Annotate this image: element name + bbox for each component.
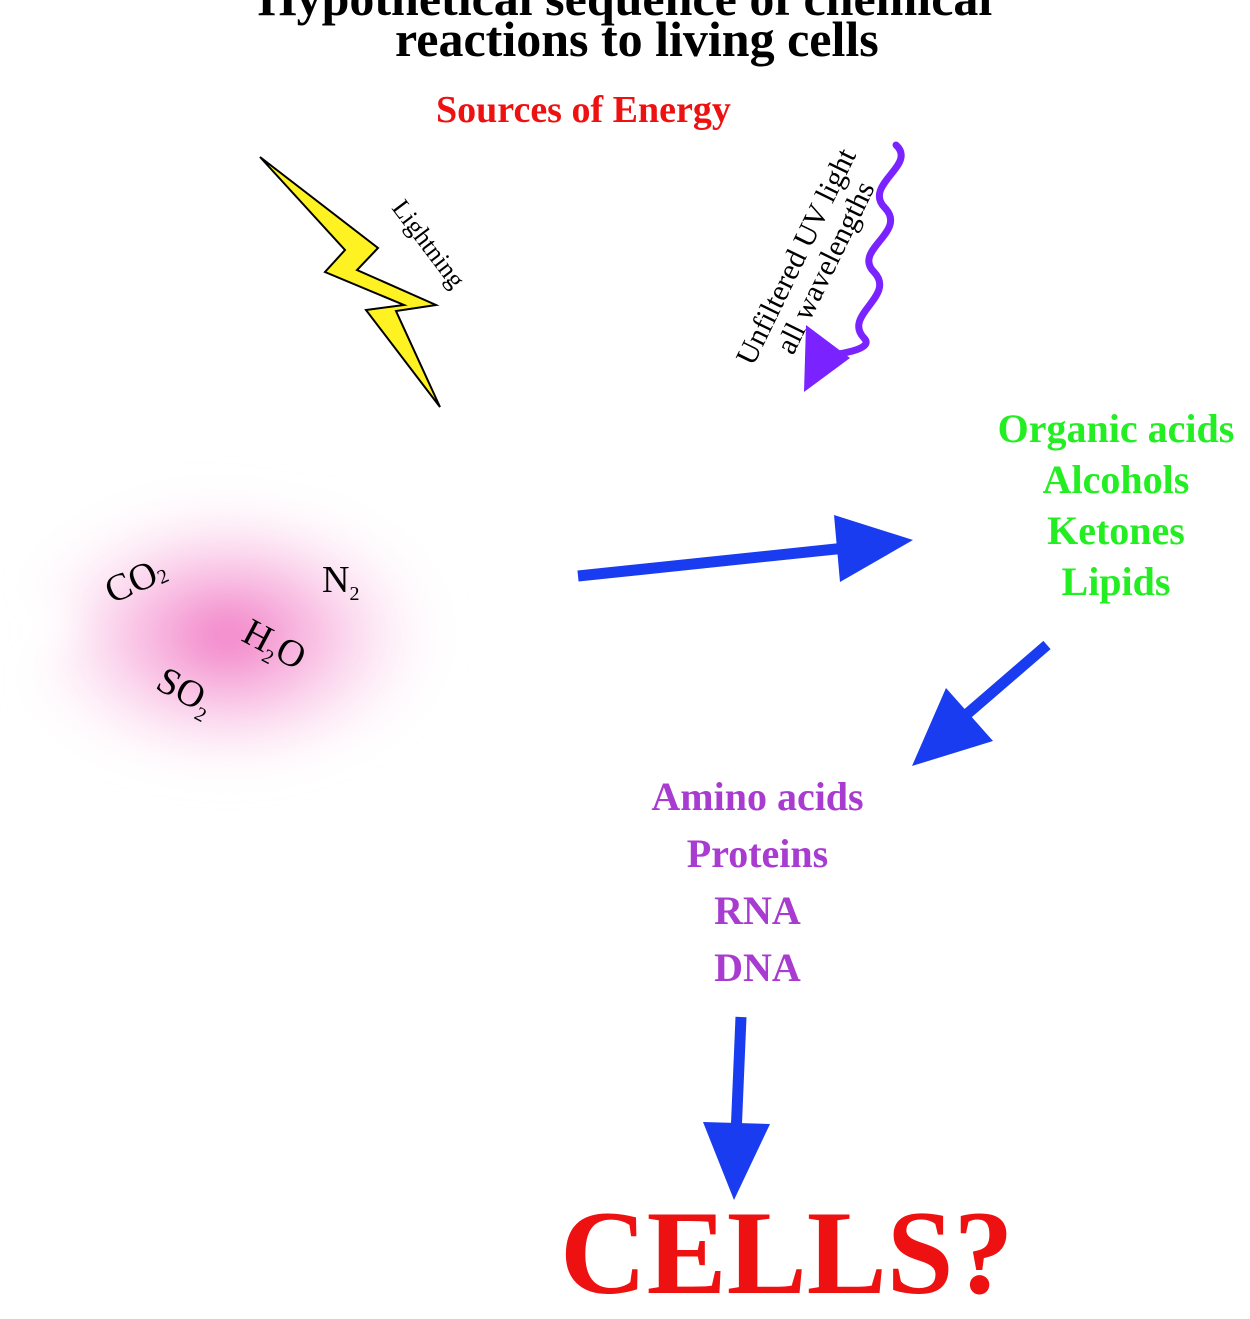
- n2-formula: N2: [322, 559, 359, 605]
- svg-text:N2: N2: [322, 559, 359, 605]
- organics-item: Ketones: [1047, 508, 1185, 553]
- biomolecules-item: Amino acids: [651, 774, 864, 819]
- lightning-label: Lightning: [386, 194, 471, 293]
- arrow-gases-to-organics: [577, 515, 913, 582]
- diagram-canvas: Lightning Unfiltered UV light all wavele…: [23, 141, 1051, 1200]
- diagram-title-line-1: Hypothetical sequence of chemical: [0, 0, 1250, 27]
- arrow-organics-to-biomolecules: [912, 640, 1051, 766]
- arrow-biomolecules-to-cells: [703, 1016, 770, 1200]
- organics-item: Organic acids: [997, 406, 1235, 451]
- gas-cloud: [23, 485, 450, 774]
- organics-list: Organic acids Alcohols Ketones Lipids: [983, 403, 1249, 607]
- biomolecules-item: DNA: [714, 945, 801, 990]
- energy-heading: Sources of Energy: [436, 89, 731, 131]
- biomolecules-list: Amino acids Proteins RNA DNA: [610, 768, 905, 996]
- biomolecules-item: Proteins: [686, 831, 829, 876]
- diagram-title-line-2: reactions to living cells: [395, 11, 879, 67]
- organics-item: Alcohols: [1042, 457, 1190, 502]
- uv-light-arrow-icon: [804, 141, 905, 392]
- cells-result-label: CELLS?: [560, 1186, 1014, 1319]
- biomolecules-item: RNA: [714, 888, 801, 933]
- organics-item: Lipids: [1061, 559, 1171, 604]
- lightning-bolt-icon: [259, 156, 441, 408]
